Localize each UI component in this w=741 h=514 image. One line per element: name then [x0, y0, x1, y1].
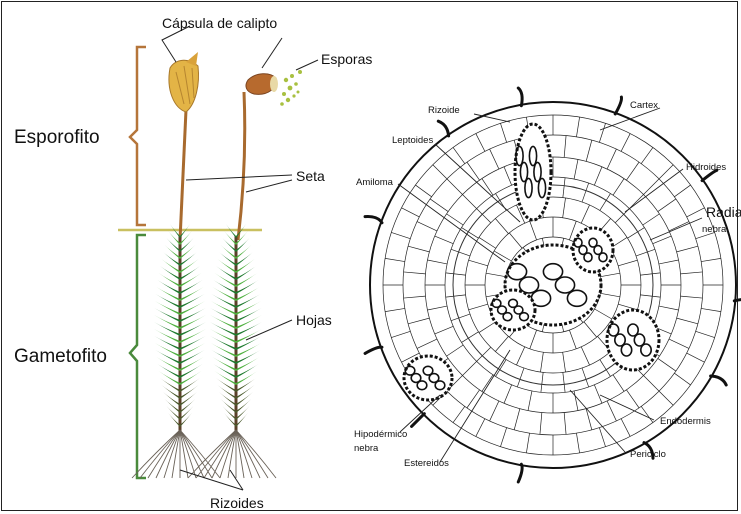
label-estereidos: Estereidos [404, 458, 449, 469]
label-hidroides: Hidroides [686, 162, 726, 173]
label-capsula: Cápsula de calipto [162, 15, 277, 31]
label-gametofito: Gametofito [14, 346, 107, 367]
label-hipodermico: Hipodérmico [354, 429, 407, 440]
label-endodermis: Endodermis [660, 416, 711, 427]
label-nebra-1: nebra [702, 224, 727, 235]
label-leptoides: Leptoides [392, 135, 433, 146]
label-amiloma: Amiloma [356, 177, 394, 188]
label-esporas: Esporas [321, 51, 372, 67]
label-hojas: Hojas [296, 312, 332, 328]
gametophyte-bracket [130, 235, 146, 478]
spores [280, 70, 302, 106]
label-rizoide: Rizoide [428, 105, 460, 116]
label-seta: Seta [296, 168, 325, 184]
label-periciclo: Periciclo [630, 449, 666, 460]
sporophyte-bracket [130, 47, 146, 225]
capsule-right [246, 74, 278, 95]
rhizoids-left [132, 430, 220, 478]
label-cartex: Cartex [630, 100, 658, 111]
gametophyte-right [210, 224, 262, 432]
label-rizoides: Rizoides [210, 495, 264, 511]
capsule-left [169, 52, 199, 112]
label-nebra-2: nebra [354, 443, 379, 454]
label-radial: Radial [706, 204, 741, 220]
gametophyte-left [154, 224, 206, 432]
seta-right [238, 92, 245, 240]
seta-left [180, 110, 186, 240]
label-esporofito: Esporofito [14, 127, 100, 148]
